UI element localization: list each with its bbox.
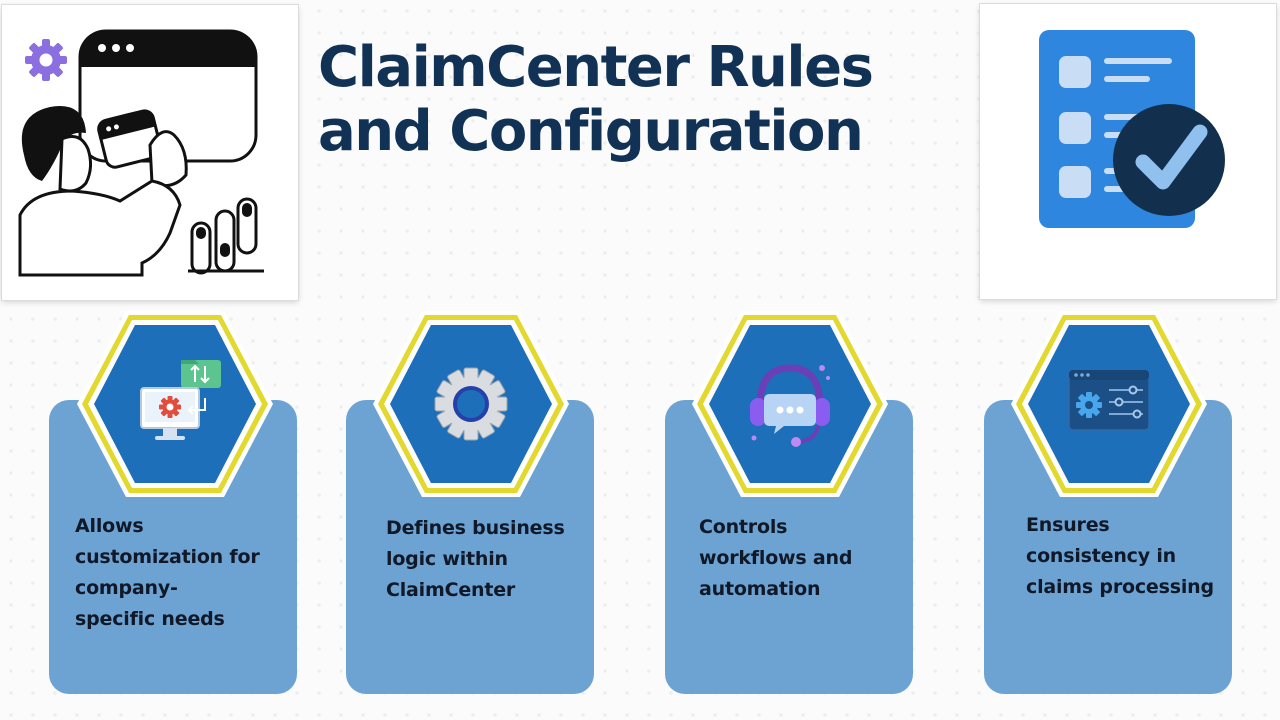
slide-title-line-1: ClaimCenter Rules <box>318 35 874 100</box>
monitor-settings-sync-icon <box>140 360 221 440</box>
feature-card-workflows-text: Controls workflows and automation <box>699 512 852 605</box>
text-line: customization for <box>75 546 260 568</box>
feature-card-business-logic-text: Defines business logic within ClaimCente… <box>386 513 565 606</box>
text-line: company- <box>75 577 178 599</box>
settings-gear-icon <box>25 39 67 81</box>
text-line: claims processing <box>1026 576 1214 598</box>
feature-card-consistency-text: Ensures consistency in claims processing <box>1026 510 1214 603</box>
control-panel-gear-icon <box>1068 369 1150 431</box>
text-line: consistency in <box>1026 545 1176 567</box>
text-line: Defines business <box>386 517 565 539</box>
text-line: ClaimCenter <box>386 579 516 601</box>
feature-card-customization-text: Allows customization for company- specif… <box>75 511 260 635</box>
hexagon-badge-2 <box>373 309 569 499</box>
illustration-frame-right <box>980 4 1276 299</box>
text-line: workflows and <box>699 547 853 569</box>
text-line: specific needs <box>75 608 225 630</box>
hexagon-badge-4 <box>1011 309 1207 499</box>
checklist-with-checkmark-icon <box>1039 30 1225 228</box>
illustration-frame-left <box>2 5 298 300</box>
text-line: Controls <box>699 516 788 538</box>
text-line: Ensures <box>1026 514 1110 536</box>
text-line: Allows <box>75 515 144 537</box>
person-with-browser-window-illustration <box>18 29 264 277</box>
hexagon-badge-3 <box>692 309 888 499</box>
hexagon-badge-1 <box>77 309 273 499</box>
slide-title-line-2: and Configuration <box>318 99 864 164</box>
slide-title: ClaimCenter Rules and Configuration <box>318 36 938 164</box>
text-line: automation <box>699 578 821 600</box>
gear-icon <box>434 367 508 441</box>
text-line: logic within <box>386 548 508 570</box>
headset-chat-icon <box>750 364 830 447</box>
